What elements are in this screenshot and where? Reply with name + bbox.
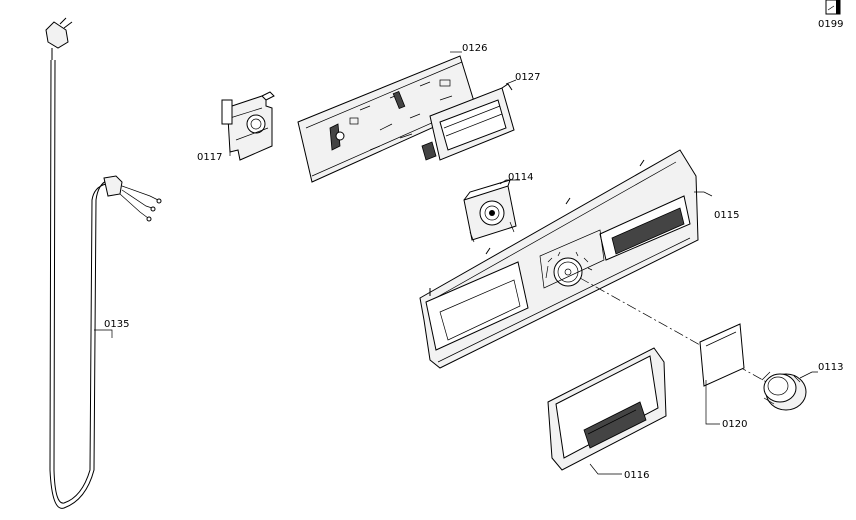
- label-0116: 0116: [624, 470, 649, 481]
- part-0135-power-cable: [45, 17, 162, 509]
- label-0127: 0127: [515, 72, 540, 83]
- part-0117-bracket: [221, 91, 275, 161]
- part-0199-symbol: [825, 0, 841, 15]
- part-0116-detergent-drawer: [547, 347, 667, 471]
- label-0199: 0199: [818, 19, 843, 30]
- part-0127-display-module: [421, 83, 515, 161]
- label-0113: 0113: [818, 362, 843, 373]
- label-0126: 0126: [462, 43, 487, 54]
- label-0115: 0115: [714, 210, 739, 221]
- part-0120-label-plate: [699, 323, 745, 387]
- part-0114-selector-module: [463, 179, 517, 243]
- label-0135: 0135: [104, 319, 129, 330]
- part-0113-knob: [761, 371, 807, 411]
- label-0114: 0114: [508, 172, 533, 183]
- part-0115-front-panel: [419, 149, 699, 369]
- label-0117: 0117: [197, 152, 222, 163]
- label-0120: 0120: [722, 419, 747, 430]
